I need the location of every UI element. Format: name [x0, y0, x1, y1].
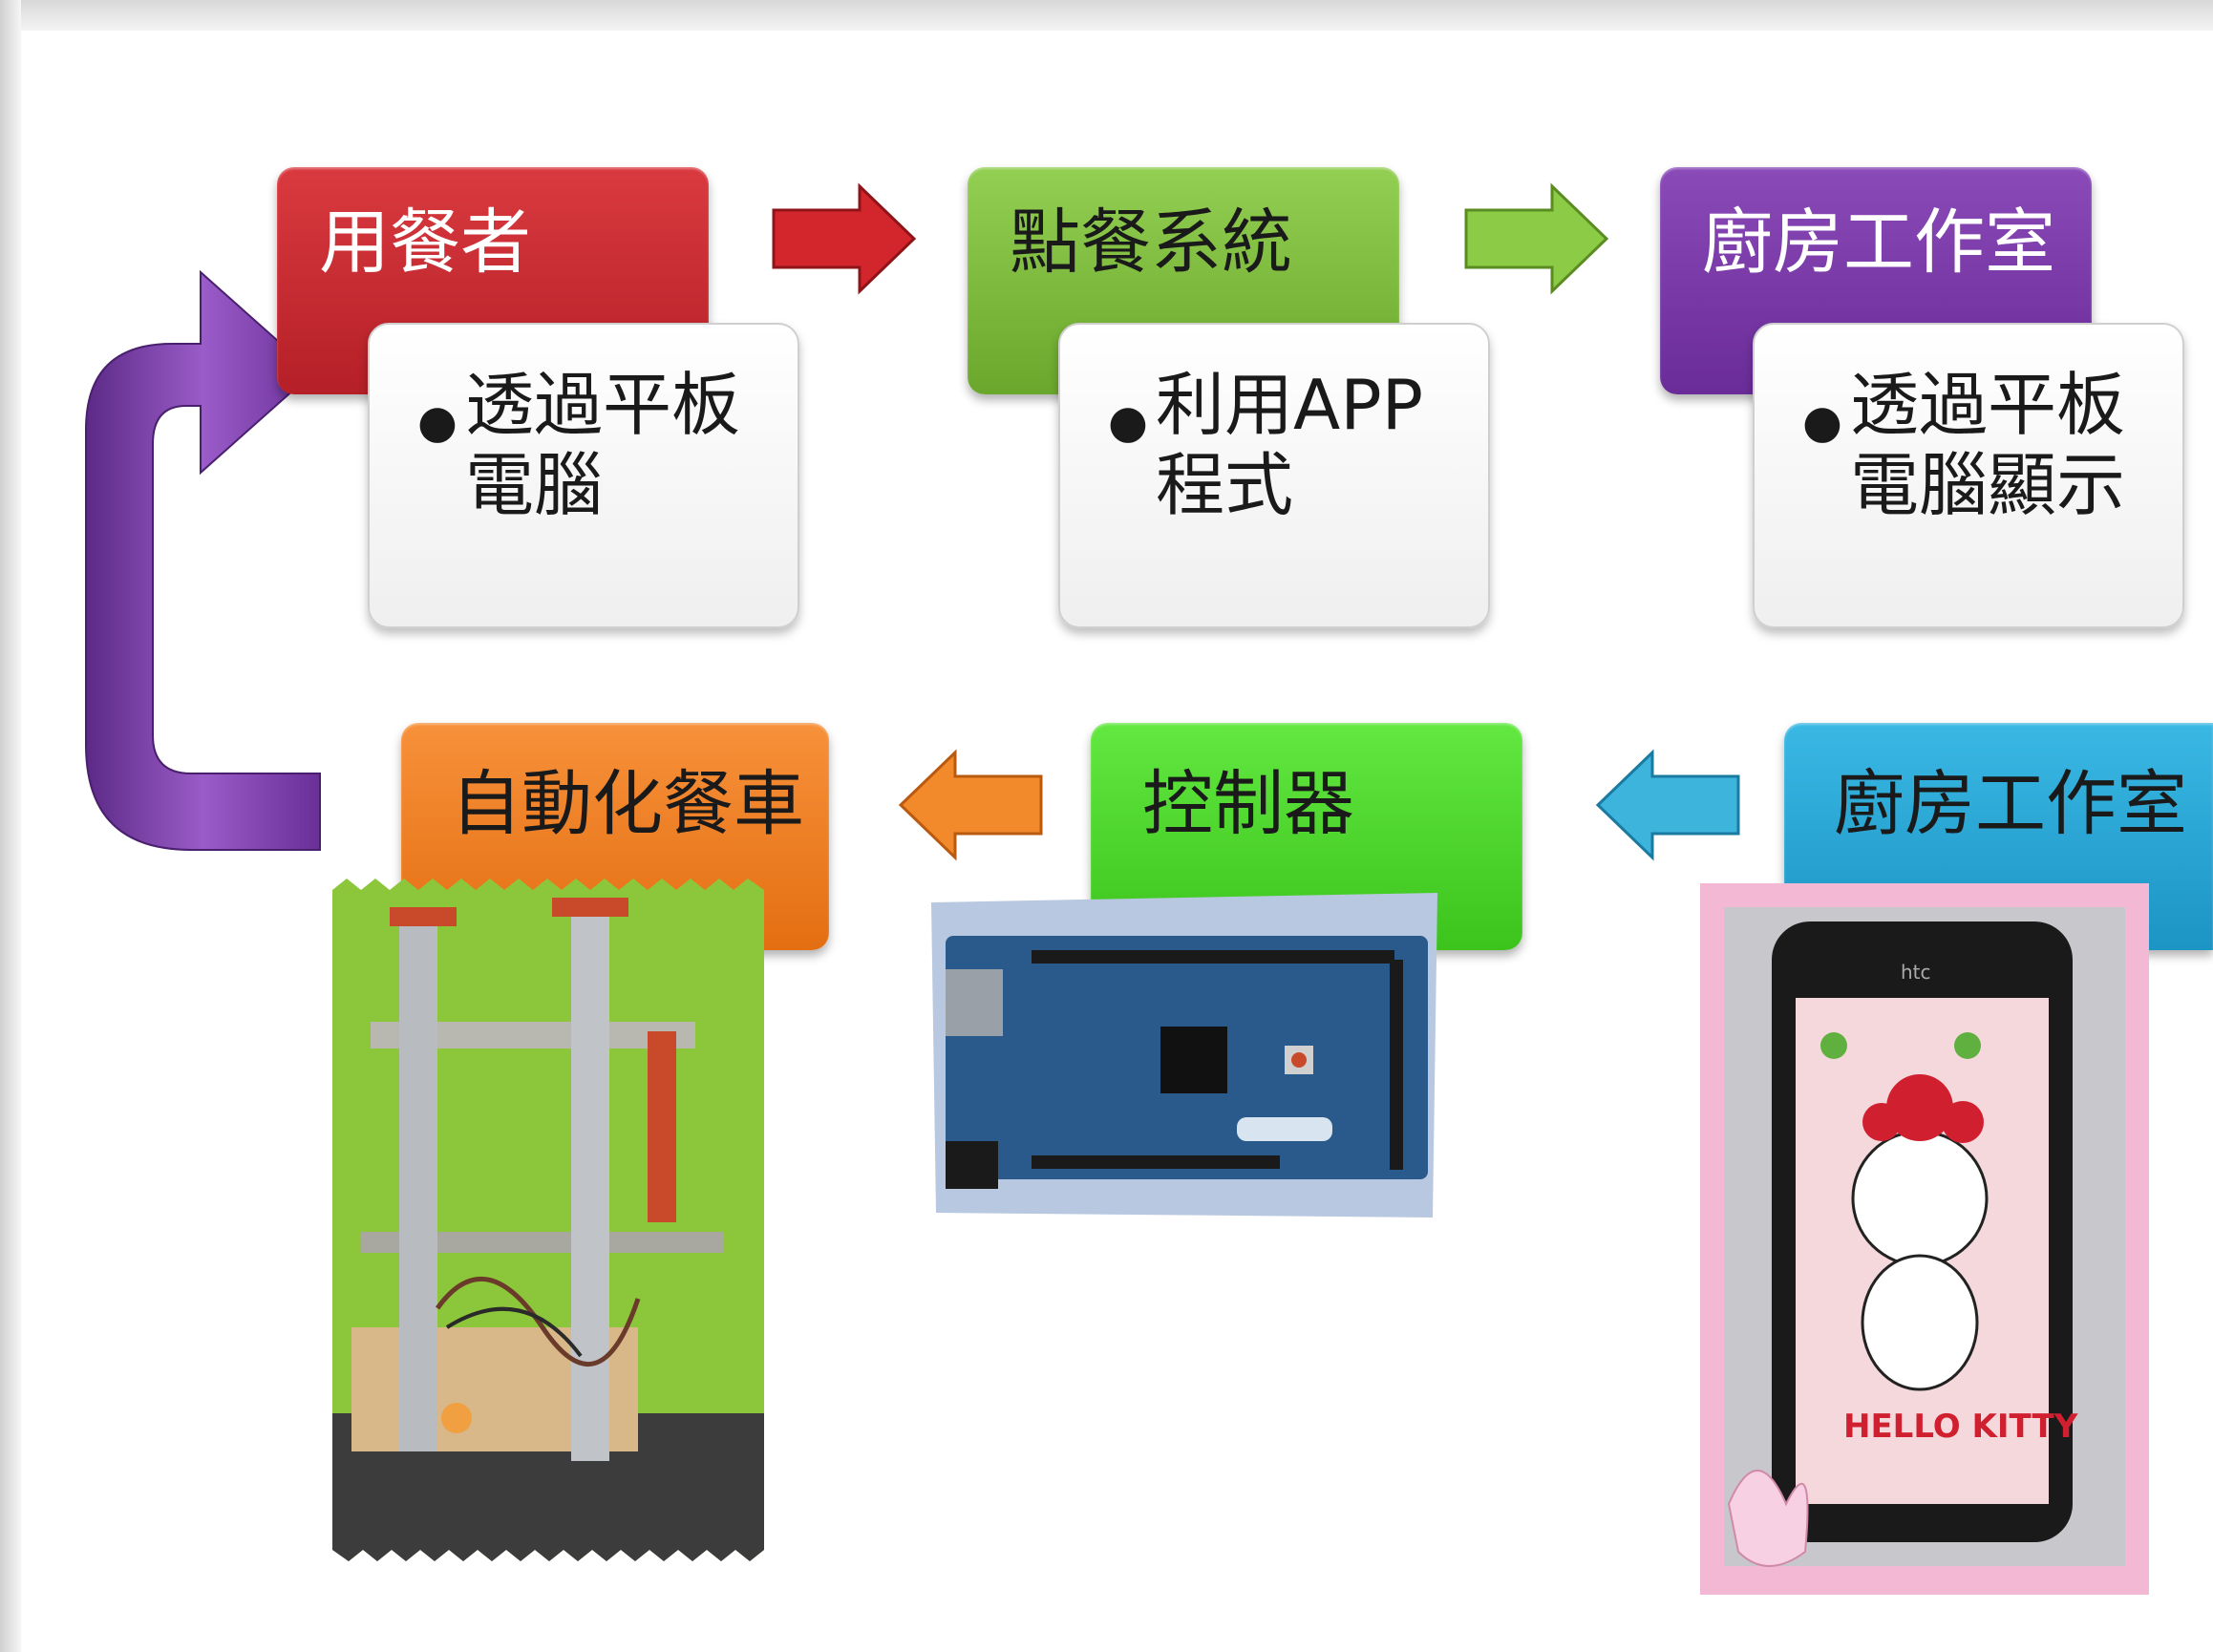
- step-diner-title: 用餐者: [319, 201, 531, 284]
- bullet-icon: ●: [1108, 395, 1148, 449]
- step-ordering-system-detail-text: 利用APP程式: [1156, 365, 1424, 525]
- step-auto-cart-title: 自動化餐車: [451, 763, 804, 845]
- step-diner-detail: ● 透過平板電腦: [368, 323, 799, 628]
- phone-brand-text: htc: [1901, 961, 1931, 984]
- arrow-green-right: [1464, 182, 1609, 295]
- wallpaper-hello-kitty-text: HELLO KITTY: [1843, 1408, 2078, 1446]
- step-ordering-system-detail: ● 利用APP程式: [1058, 323, 1490, 628]
- robot-food-cart-photo: [332, 879, 764, 1561]
- smartphone-hello-kitty-photo: htc HELLO KITTY: [1700, 883, 2149, 1595]
- step-diner-detail-text: 透過平板電腦: [465, 365, 741, 525]
- arrow-cyan-left: [1595, 749, 1740, 861]
- step-kitchen-top-detail: ● 透過平板電腦顯示: [1753, 323, 2184, 628]
- arduino-board-illustration: [931, 893, 1437, 1218]
- step-kitchen-top-title: 廚房工作室: [1702, 201, 2055, 284]
- bullet-icon: ●: [1802, 395, 1842, 449]
- arrow-red-right: [772, 182, 917, 295]
- bullet-icon: ●: [417, 395, 457, 449]
- slide-top-edge: [0, 0, 2213, 31]
- smartphone-illustration: htc HELLO KITTY: [1700, 883, 2149, 1595]
- step-controller-title: 控制器: [1142, 763, 1354, 845]
- step-ordering-system-title: 點餐系統: [1010, 201, 1292, 284]
- step-kitchen-top-detail-text: 透過平板電腦顯示: [1850, 365, 2126, 525]
- step-kitchen-bottom-title: 廚房工作室: [1834, 763, 2187, 845]
- slide-left-edge: [0, 0, 21, 1652]
- robot-cart-illustration: [332, 879, 764, 1561]
- arrow-orange-left: [898, 749, 1043, 861]
- arduino-controller-board-photo: [922, 883, 1447, 1227]
- return-loop-arrow: [85, 269, 321, 851]
